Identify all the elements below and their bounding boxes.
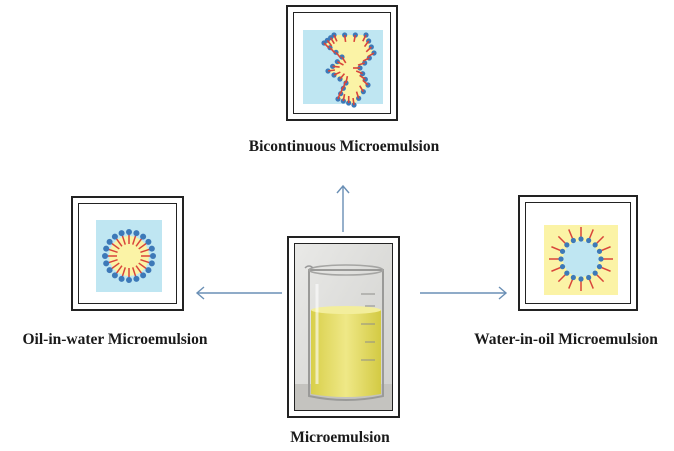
surfactant-head (150, 253, 156, 259)
surfactant-head (145, 238, 152, 245)
surfactant-tail (329, 37, 335, 45)
surfactant-head (578, 236, 584, 242)
surfactant-head (118, 230, 125, 237)
beaker-frame (287, 236, 400, 418)
surfactant-tail (335, 51, 342, 59)
surfactant-tail (345, 75, 349, 84)
arrow-right (420, 286, 508, 300)
surfactant-tail (339, 73, 346, 80)
surfactant-tail (343, 34, 347, 43)
surfactant-head (596, 248, 603, 254)
surfactant-head (106, 267, 113, 274)
surfactant-head (133, 275, 140, 282)
surfactant-head (106, 238, 113, 245)
surfactant-head (596, 264, 603, 270)
surfactant-head (145, 267, 152, 274)
surfactant-tail (357, 62, 365, 66)
surfactant-tail (332, 65, 340, 68)
surfactant-head (564, 270, 570, 276)
surfactant-tail (359, 85, 365, 93)
surfactant-tail (333, 34, 338, 42)
surfactant-head (148, 260, 155, 267)
water-in-oil-frame (518, 195, 638, 311)
oil-in-water-label: Oil-in-water Microemulsion (22, 331, 208, 348)
surfactant-head (102, 253, 108, 259)
surfactant-tail (363, 40, 370, 48)
water-in-oil-micelle-image (544, 225, 618, 295)
surfactant-tail (339, 86, 344, 94)
surfactant-head (133, 230, 140, 237)
surfactant-head (325, 68, 331, 74)
surfactant-tail (329, 47, 336, 54)
surfactant-head (559, 248, 566, 254)
surfactant-head (564, 242, 570, 248)
surfactant-head (570, 237, 576, 244)
surfactant-head (140, 272, 147, 279)
surfactant-tail (326, 39, 333, 47)
surfactant-tail (333, 71, 341, 76)
surfactant-head (111, 233, 118, 240)
water-in-oil-label: Water-in-oil Microemulsion (474, 331, 658, 348)
oil-in-water-frame (71, 196, 184, 311)
surfactant-tail (323, 42, 330, 49)
arrow-left (195, 286, 282, 300)
surfactant-tail (342, 81, 346, 89)
surfactant-head (352, 32, 358, 38)
bicontinuous-frame (286, 5, 398, 121)
microemulsion-label: Microemulsion (290, 429, 390, 446)
surfactant-tail (355, 91, 360, 99)
surfactant-head (586, 274, 592, 281)
surfactant-head (111, 272, 118, 279)
surfactant-head (140, 233, 147, 240)
surfactant-tail (342, 93, 346, 102)
surfactant-tail (337, 92, 342, 100)
surfactant-tail (353, 34, 357, 43)
surfactant-tail (355, 70, 363, 75)
surfactant-head (126, 277, 132, 283)
surfactant-tail (362, 57, 370, 62)
surfactant-tail (352, 97, 355, 106)
surfactant-tail (362, 34, 367, 42)
surfactant-head (148, 245, 155, 252)
bicontinuous-label: Bicontinuous Microemulsion (248, 138, 440, 155)
arrow-up (336, 184, 350, 232)
surfactant-head (103, 260, 110, 267)
surfactant-head (592, 242, 598, 248)
surfactant-tail (365, 46, 372, 53)
surfactant-tail (341, 56, 347, 64)
surfactant-head (598, 256, 604, 262)
surfactant-head (118, 275, 125, 282)
surfactant-head (559, 264, 566, 270)
surfactant-tail (367, 52, 375, 58)
surfactant-head (586, 237, 592, 244)
surfactant-tail (336, 60, 344, 66)
surfactant-tail (359, 74, 366, 80)
surfactant-head (592, 270, 598, 276)
oil-in-water-micelle-image (96, 220, 162, 292)
surfactant-head (126, 229, 132, 235)
surfactant-tail (327, 69, 336, 72)
surfactant-tail (362, 79, 369, 86)
beaker-photo (295, 244, 392, 410)
surfactant-head (558, 256, 564, 262)
surfactant-head (578, 276, 584, 282)
surfactant-head (570, 274, 576, 281)
surfactant-head (103, 245, 110, 252)
bicontinuous-structure-image (303, 30, 383, 108)
